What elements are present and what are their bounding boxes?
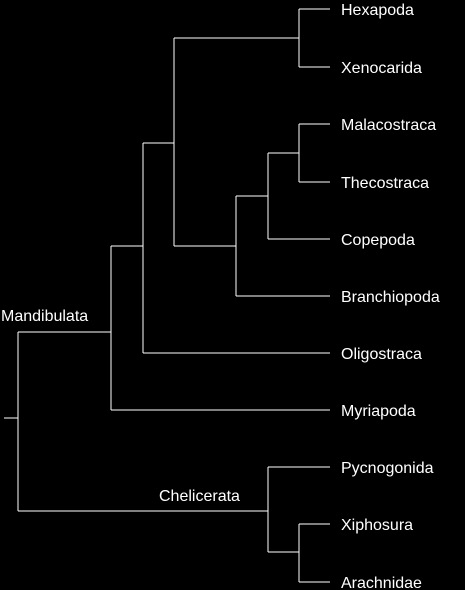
clade-label-chelicerata: Chelicerata [159, 488, 240, 505]
leaf-label-oligostraca: Oligostraca [341, 346, 422, 363]
leaf-label-xenocarida: Xenocarida [341, 60, 422, 77]
leaf-labels: Hexapoda Xenocarida Malacostraca Thecost… [341, 2, 440, 590]
leaf-label-arachnidae: Arachnidae [341, 575, 422, 590]
branches [4, 8, 330, 583]
leaf-label-myriapoda: Myriapoda [341, 403, 416, 420]
leaf-label-malacostraca: Malacostraca [341, 117, 436, 134]
leaf-label-hexapoda: Hexapoda [341, 2, 414, 19]
clade-labels: Mandibulata Chelicerata [1, 308, 240, 505]
leaf-label-pycnogonida: Pycnogonida [341, 460, 434, 477]
leaf-label-xiphosura: Xiphosura [341, 517, 413, 534]
leaf-label-thecostraca: Thecostraca [341, 175, 429, 192]
clade-label-mandibulata: Mandibulata [1, 308, 88, 325]
leaf-label-copepoda: Copepoda [341, 232, 415, 249]
leaf-label-branchiopoda: Branchiopoda [341, 289, 440, 306]
